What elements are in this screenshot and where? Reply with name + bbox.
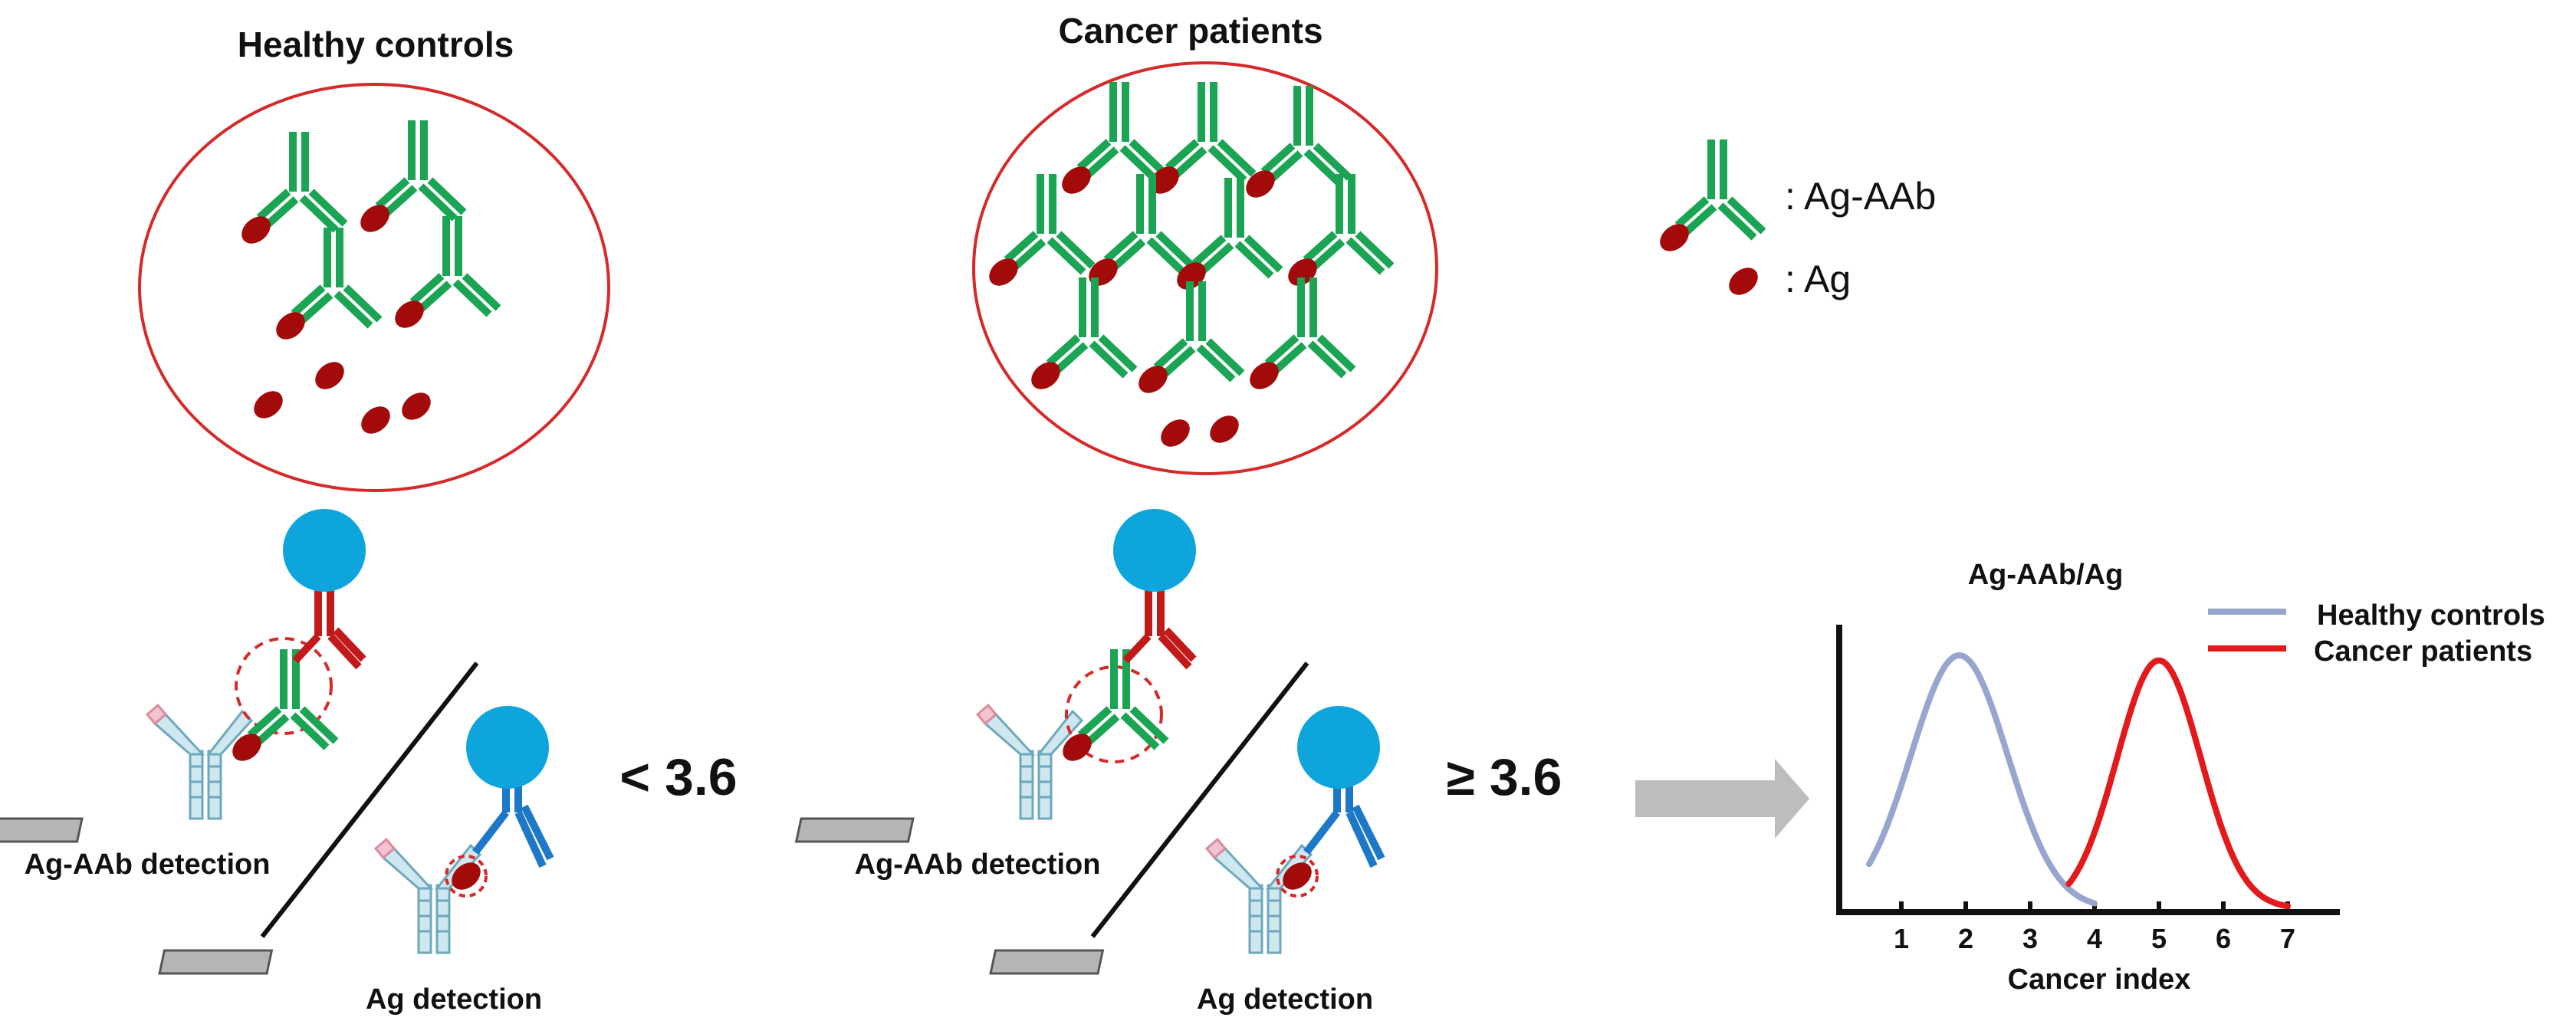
healthy-antigens — [248, 356, 436, 439]
healthy-title: Healthy controls — [238, 25, 514, 64]
healthy-blood-circle — [138, 83, 610, 492]
legend-antigen-label: : Ag — [1785, 258, 1851, 300]
legend-label-healthy: Healthy controls — [2317, 599, 2545, 632]
ag-aab-complex-icon — [227, 649, 336, 766]
healthy-ratio: < 3.6 — [619, 748, 737, 806]
x-tick-label: 7 — [2280, 923, 2295, 954]
capture-antibody-icon — [147, 705, 251, 819]
cancer-patients-curve — [2065, 657, 2291, 910]
plate — [989, 949, 1105, 975]
antigen-icon — [1204, 410, 1244, 448]
detection-antibody-icon — [1122, 590, 1197, 670]
bead-icon — [1113, 509, 1196, 592]
healthy-panel: Healthy controls Ag-AAb — [0, 25, 738, 1016]
healthy-ag-detection-label: Ag detection — [366, 983, 542, 1016]
x-tick-label: 1 — [1894, 923, 1909, 954]
capture-antibody-icon — [978, 705, 1082, 819]
cancer-panel: Cancer patients — [794, 11, 1562, 1016]
x-axis-label: Cancer index — [2008, 963, 2191, 996]
ag-aab-complex-icon — [1171, 178, 1280, 295]
divider-line — [1090, 661, 1309, 938]
x-tick-label: 3 — [2022, 923, 2038, 954]
ag-aab-complex-icon — [389, 216, 498, 333]
x-tick-label: 5 — [2151, 923, 2167, 954]
cancer-ratio: ≥ 3.6 — [1447, 748, 1562, 806]
x-tick-label: 4 — [2087, 923, 2102, 954]
antigen-icon — [248, 386, 288, 424]
cancer-blood-circle — [972, 61, 1438, 475]
chart-title: Ag-AAb/Ag — [1968, 559, 2124, 591]
binding-highlight — [445, 855, 488, 898]
x-ticks: 1 2 3 4 5 6 7 — [1894, 901, 2295, 954]
ag-aab-complex-icon — [1083, 174, 1192, 291]
series-curves — [1866, 652, 2291, 910]
cancer-aab-detection-label: Ag-AAb detection — [855, 849, 1101, 881]
divider-line — [260, 661, 479, 938]
healthy-aab-detection-label: Ag-AAb detection — [25, 849, 271, 881]
ag-aab-complex-icon — [1057, 649, 1166, 766]
cancer-complexes — [984, 82, 1392, 399]
plate — [794, 817, 915, 843]
cancer-aab-assay — [794, 509, 1197, 843]
plate — [0, 817, 84, 843]
cancer-antigens — [1155, 410, 1244, 452]
legend-complex-label: : Ag-AAb — [1785, 175, 1936, 218]
bead-icon — [1297, 706, 1380, 789]
ag-aab-complex-icon — [271, 228, 380, 345]
antigen-icon — [1723, 262, 1763, 300]
chart-legend: Healthy controls Cancer patients — [2208, 599, 2545, 668]
ag-aab-complex-icon — [1240, 86, 1349, 203]
healthy-complexes — [236, 120, 498, 345]
ag-aab-complex-icon — [1133, 281, 1242, 399]
cancer-ag-detection-label: Ag detection — [1197, 983, 1373, 1016]
cancer-ag-assay — [989, 706, 1385, 975]
detection-antibody-icon — [292, 590, 366, 670]
x-tick-label: 6 — [2216, 923, 2231, 954]
plate — [158, 949, 274, 975]
detection-antibody-icon — [472, 766, 554, 868]
binding-highlight — [235, 637, 333, 735]
legend-label-cancer: Cancer patients — [2314, 635, 2532, 668]
healthy-controls-curve — [1866, 652, 2098, 907]
distribution-chart: Ag-AAb/Ag 1 2 3 4 5 6 7 Cancer index Healthy c… — [1836, 559, 2545, 996]
healthy-ag-assay — [158, 706, 554, 975]
binding-highlight — [1065, 665, 1163, 763]
ag-aab-complex-icon — [1244, 277, 1353, 395]
healthy-aab-assay — [0, 509, 366, 843]
ag-aab-complex-icon — [1026, 277, 1135, 395]
antigen-icon — [396, 387, 436, 425]
x-tick-label: 2 — [1958, 923, 1973, 954]
cancer-title: Cancer patients — [1058, 11, 1322, 51]
antigen-icon — [310, 356, 350, 395]
right-arrow-icon — [1635, 759, 1809, 839]
ag-aab-complex-icon — [1283, 174, 1392, 291]
ag-aab-complex-icon — [1654, 140, 1763, 257]
antigen-icon — [1155, 414, 1195, 452]
bead-icon — [466, 706, 549, 789]
bead-icon — [283, 509, 366, 592]
symbol-legend: : Ag-AAb : Ag — [1654, 140, 1936, 300]
binding-highlight — [1276, 855, 1319, 898]
antigen-icon — [356, 401, 396, 439]
